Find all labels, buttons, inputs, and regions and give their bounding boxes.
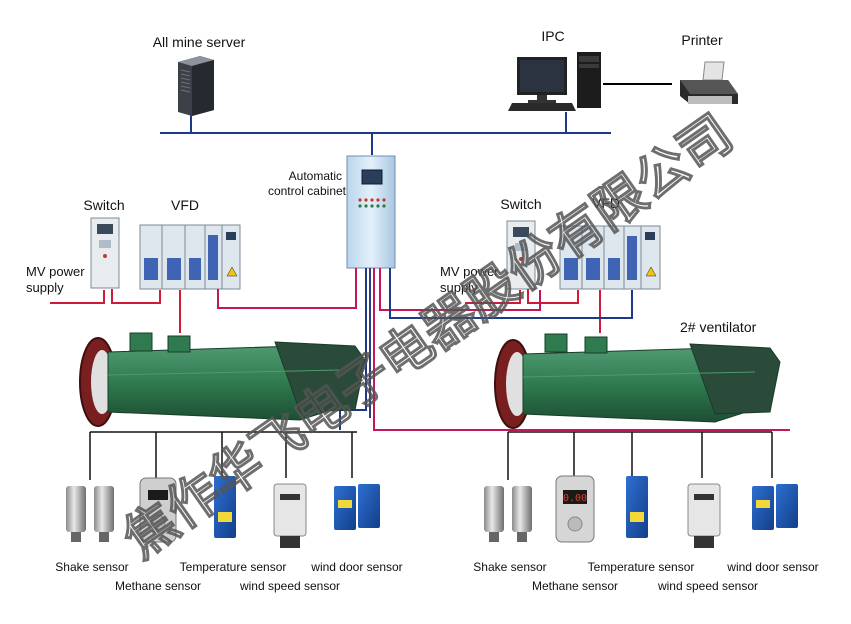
wind-speed-sensor-label-left: wind speed sensor: [239, 579, 340, 593]
wind-speed-sensor-label-right: wind speed sensor: [657, 579, 758, 593]
printer-icon: [680, 61, 738, 104]
shake-sensor-icon-left: [66, 486, 114, 542]
temperature-sensor-icon-left: [214, 476, 236, 538]
control-cabinet: [346, 155, 396, 269]
mv-right-label-line1: MV power: [440, 264, 499, 279]
power-wiring: [50, 289, 601, 333]
methane-sensor-label-right: Methane sensor: [532, 579, 618, 593]
shake-sensor-label-right: Shake sensor: [473, 560, 546, 574]
wind-door-sensor-label-right: wind door sensor: [726, 560, 818, 574]
temperature-sensor-label-right: Temperature sensor: [588, 560, 695, 574]
wind-door-sensor-label-left: wind door sensor: [310, 560, 402, 574]
server-label: All mine server: [153, 34, 246, 50]
ventilator-left: [79, 332, 366, 427]
printer-label: Printer: [681, 32, 723, 48]
mv-right-label-line2: supply: [440, 280, 478, 295]
methane-sensor-label-left: Methane sensor: [115, 579, 201, 593]
shake-sensor-icon-right: [484, 486, 532, 542]
mv-left-label-line1: MV power: [26, 264, 85, 279]
vfd-left-label: VFD: [171, 197, 199, 213]
wind-door-sensor-icon-right: [752, 484, 798, 530]
methane-sensor-icon-left: [139, 477, 177, 543]
switch-right-label: Switch: [500, 196, 541, 212]
wind-speed-sensor-icon-right: [687, 483, 721, 548]
methane-sensor-icon-right: [555, 475, 595, 543]
mv-left-label-line2: supply: [26, 280, 64, 295]
wind-speed-sensor-icon-left: [273, 483, 307, 548]
switch-cabinet-right: [506, 220, 536, 290]
ventilator-right: [494, 333, 781, 429]
switch-cabinet-left: [90, 217, 120, 289]
methane-display-readout: 0.00: [563, 493, 587, 504]
ipc-computer-icon: [508, 52, 601, 111]
sensor-bus-right: [507, 431, 773, 480]
company-watermark: 焦作华飞电子电器股份有限公司: [113, 104, 744, 571]
temperature-sensor-icon-right: [626, 476, 648, 538]
switch-left-label: Switch: [83, 197, 124, 213]
ipc-label: IPC: [541, 28, 564, 44]
ventilator-right-label: 2# ventilator: [680, 319, 757, 335]
server-icon: [178, 56, 214, 116]
shake-sensor-label-left: Shake sensor: [55, 560, 128, 574]
cabinet-label-line2: control cabinet: [268, 184, 347, 198]
wind-door-sensor-icon-left: [334, 484, 380, 530]
vfd-cabinet-left: [139, 224, 241, 290]
cabinet-label-line1: Automatic: [289, 169, 342, 183]
vfd-cabinet-right: [559, 225, 661, 290]
sensor-bus-left: [89, 431, 357, 480]
temperature-sensor-label-left: Temperature sensor: [180, 560, 287, 574]
vfd-right-label: VFD: [592, 195, 620, 211]
